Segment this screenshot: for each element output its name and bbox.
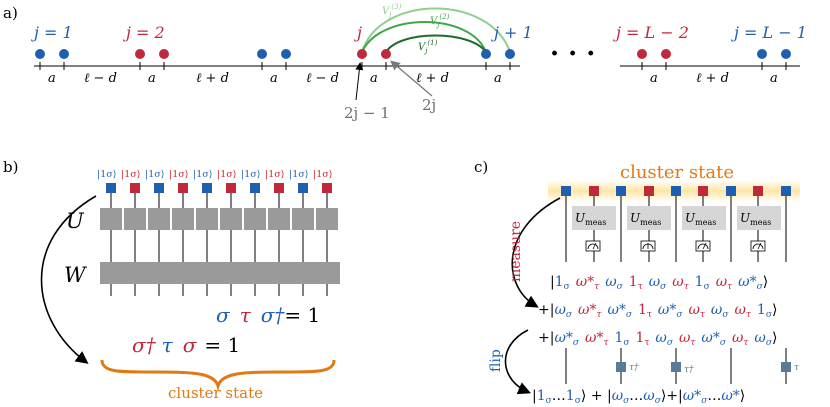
svg-text:|1σ⟩: |1σ⟩ bbox=[145, 169, 164, 180]
svg-text:a: a bbox=[370, 71, 378, 86]
site-label-j1: j = 1 bbox=[31, 23, 73, 42]
pointer-label-odd: 2j − 1 bbox=[344, 104, 390, 122]
final-state-row: |1σ…1σ⟩ + |ωσ…ωσ⟩+|ω*σ…ω*⟩ bbox=[532, 388, 745, 406]
svg-text:a: a bbox=[270, 71, 278, 86]
site-label-jL1: j = L − 1 bbox=[731, 23, 807, 42]
u-label: U bbox=[66, 209, 85, 233]
u-gates bbox=[100, 208, 338, 230]
flip-gates bbox=[616, 362, 791, 372]
site-label-j: j bbox=[354, 23, 362, 42]
svg-text:ℓ − d: ℓ − d bbox=[84, 71, 117, 86]
pointer-arrow-odd bbox=[355, 62, 364, 101]
coupling-arc-v1 bbox=[385, 34, 487, 53]
panel-b-label: b) bbox=[3, 158, 18, 176]
svg-text:|1σ⟩: |1σ⟩ bbox=[121, 169, 140, 180]
measure-arrow bbox=[511, 197, 561, 308]
panel-c-label: c) bbox=[474, 158, 488, 176]
atoms bbox=[35, 49, 791, 59]
svg-text:|1σ⟩: |1σ⟩ bbox=[97, 169, 116, 180]
svg-text:ℓ − d: ℓ − d bbox=[306, 71, 339, 86]
svg-text:ℓ + d: ℓ + d bbox=[416, 71, 449, 86]
pointer-label-even: 2j bbox=[422, 96, 436, 114]
svg-text:|1σ⟩: |1σ⟩ bbox=[217, 169, 236, 180]
flip-tau-dag-2: τ† bbox=[684, 365, 694, 375]
svg-text:a: a bbox=[48, 71, 56, 86]
svg-text:|1σ⟩: |1σ⟩ bbox=[289, 169, 308, 180]
svg-text:a: a bbox=[148, 71, 156, 86]
svg-text:a: a bbox=[650, 71, 658, 86]
coupling-arc-v2 bbox=[361, 21, 487, 53]
flow-arrow-b bbox=[40, 195, 97, 364]
axis-ticks bbox=[39, 62, 787, 70]
site-label-jL2: j = L − 2 bbox=[613, 23, 689, 42]
spacing-labels: a ℓ − d a ℓ + d a ℓ − d a ℓ + d a a ℓ + … bbox=[48, 71, 778, 86]
coupling-label-v1: Vj(1) bbox=[418, 39, 438, 55]
panel-a: a) Vj(3) Vj(2) Vj(1) bbox=[3, 3, 807, 122]
w-gate bbox=[100, 262, 340, 284]
svg-text:ℓ + d: ℓ + d bbox=[696, 71, 729, 86]
ellipsis-dots: · · · bbox=[550, 39, 595, 69]
svg-text:a: a bbox=[770, 71, 778, 86]
brace-label: cluster state bbox=[168, 384, 263, 402]
svg-text:a: a bbox=[494, 71, 502, 86]
flip-arrow bbox=[504, 329, 531, 395]
coupling-label-v3: Vj(3) bbox=[382, 3, 402, 19]
svg-text:|1σ⟩: |1σ⟩ bbox=[241, 169, 260, 180]
svg-text:|1σ⟩: |1σ⟩ bbox=[313, 169, 332, 180]
svg-text:|1σ…1σ⟩ + |ωσ…ωσ⟩+|ω*σ…ω*⟩: |1σ…1σ⟩ + |ωσ…ωσ⟩+|ω*σ…ω*⟩ bbox=[532, 388, 745, 406]
ket-labels: |1σ⟩ |1σ⟩ |1σ⟩ |1σ⟩ |1σ⟩ |1σ⟩ |1σ⟩ |1σ⟩ … bbox=[97, 169, 332, 180]
svg-text:|1σ⟩: |1σ⟩ bbox=[265, 169, 284, 180]
w-label: W bbox=[64, 263, 88, 287]
c-qubit-squares bbox=[561, 186, 791, 196]
cluster-brace bbox=[100, 359, 336, 392]
measure-label: measure bbox=[508, 221, 524, 282]
panel-a-label: a) bbox=[3, 4, 18, 22]
svg-text:|1σ⟩: |1σ⟩ bbox=[169, 169, 188, 180]
panel-b: b) |1σ⟩ |1σ⟩ |1σ⟩ |1σ⟩ |1σ⟩ |1σ⟩ |1σ⟩ |1… bbox=[3, 158, 340, 402]
site-label-j2: j = 2 bbox=[123, 23, 165, 42]
panel-c: c) cluster state bbox=[474, 158, 800, 406]
flip-label: flip bbox=[488, 349, 504, 372]
coupling-label-v2: Vj(2) bbox=[430, 13, 450, 29]
meter-icons bbox=[585, 240, 766, 252]
svg-text:ℓ + d: ℓ + d bbox=[196, 71, 229, 86]
coupling-arc-v3 bbox=[361, 7, 511, 53]
pointer-arrow-even bbox=[390, 60, 433, 97]
svg-text:|1σ⟩: |1σ⟩ bbox=[193, 169, 212, 180]
flip-tau-dag-1: τ† bbox=[629, 363, 639, 373]
qubit-squares bbox=[106, 183, 332, 193]
cluster-title: cluster state bbox=[620, 162, 734, 183]
site-label-jp1: j + 1 bbox=[491, 23, 533, 42]
flip-tau: τ bbox=[794, 363, 800, 373]
measurement-gates bbox=[572, 206, 781, 230]
